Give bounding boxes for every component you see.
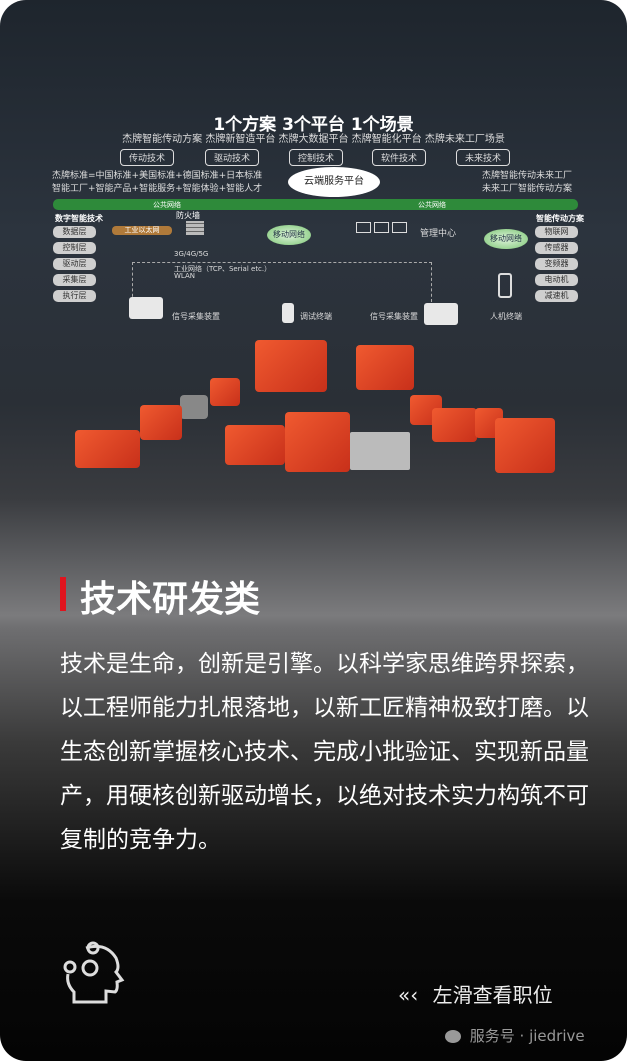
wechat-icon: [445, 1030, 461, 1043]
cloud-platform: 云端服务平台: [288, 167, 380, 197]
swipe-label: 左滑查看职位: [432, 983, 553, 1007]
signal-device-icon: [424, 303, 458, 325]
head-gears-icon: [63, 941, 125, 1004]
debug-label: 调试终端: [300, 312, 332, 321]
inverter-image: [225, 425, 285, 465]
layer: 驱动层: [53, 258, 96, 270]
right-head: 智能传动方案: [536, 214, 584, 223]
gearbox-image: [180, 395, 208, 419]
g345-label: 3G/4G/5G: [174, 250, 209, 258]
left-head: 数字智能技术: [55, 214, 103, 223]
pill-control: 控制技术: [289, 149, 344, 166]
title-accent-bar: [60, 577, 66, 611]
right-text-1: 杰牌智能传动未来工厂: [482, 171, 573, 181]
hmi-label: 人机终端: [490, 312, 522, 321]
signal-label-1: 信号采集装置: [172, 312, 220, 321]
signal-device-icon: [129, 297, 163, 319]
network-line: [132, 262, 432, 302]
layer: 执行层: [53, 290, 96, 302]
section-body: 技术是生命，创新是引擎。以科学家思维跨界探索，以工程师能力扎根落地，以新工匠精神…: [60, 651, 589, 853]
pill-drive: 驱动技术: [205, 149, 260, 166]
diagram-subline: 杰牌智能传动方案 杰牌新智造平台 杰牌大数据平台 杰牌智能化平台 杰牌未来工厂场…: [122, 134, 505, 145]
mobile-net-cloud: 移动网络: [484, 229, 528, 249]
debug-terminal-icon: [282, 303, 294, 323]
pill-transmission: 传动技术: [120, 149, 175, 166]
gearbox-image: [356, 345, 414, 390]
motor-image: [432, 408, 477, 442]
layer: 电动机: [535, 274, 578, 286]
right-layers: 物联网 传感器 变频器 电动机 减速机: [535, 226, 578, 302]
signal-label-2: 信号采集装置: [370, 312, 418, 321]
watermark-text: 服务号 · jiedrive: [469, 1027, 585, 1045]
layer: 变频器: [535, 258, 578, 270]
wlan-label: WLAN: [174, 272, 196, 280]
left-layers: 数据层 控制层 驱动层 采集层 执行层: [53, 226, 96, 302]
pill-software: 软件技术: [372, 149, 427, 166]
layer: 物联网: [535, 226, 578, 238]
gearbox-image: [210, 378, 240, 406]
swipe-hint[interactable]: «‹ 左滑查看职位: [398, 979, 553, 1008]
firewall-icon: [186, 221, 204, 235]
gearmotor-image: [285, 412, 350, 472]
gearbox-image: [255, 340, 327, 392]
gearmotor-image: [495, 418, 555, 473]
mgmt-label: 管理中心: [420, 229, 457, 239]
smart-text: 智能工厂+智能产品+智能服务+智能体验+智能人才: [52, 184, 263, 194]
layer: 控制层: [53, 242, 96, 254]
ethernet-label: 工业以太网: [112, 226, 172, 235]
layer: 传感器: [535, 242, 578, 254]
industrial-net-label: 工业网络（TCP、Serial etc.）: [174, 265, 272, 273]
public-network-bar: 公共网络 公共网络: [53, 199, 578, 210]
phone-icon: [498, 273, 512, 298]
diagram-headline: 1个方案 3个平台 1个场景: [213, 115, 414, 135]
section-title: 技术研发类: [80, 579, 261, 620]
public-net-right: 公共网络: [418, 201, 446, 209]
layer: 采集层: [53, 274, 96, 286]
motor-image: [140, 405, 182, 440]
pill-future: 未来技术: [456, 149, 511, 166]
layer: 减速机: [535, 290, 578, 302]
monitors-icon: [356, 222, 408, 236]
laptop-image: [350, 432, 410, 470]
layer: 数据层: [53, 226, 96, 238]
standard-text: 杰牌标准=中国标准+美国标准+德国标准+日本标准: [52, 171, 263, 181]
chevrons-left-icon: «‹: [398, 983, 419, 1007]
motor-image: [75, 430, 140, 468]
right-text-2: 未来工厂智能传动方案: [482, 184, 573, 194]
mobile-net-cloud: 移动网络: [267, 225, 311, 245]
firewall-label: 防火墙: [176, 211, 200, 220]
public-net-left: 公共网络: [153, 201, 181, 209]
watermark: 服务号 · jiedrive: [445, 1025, 585, 1046]
